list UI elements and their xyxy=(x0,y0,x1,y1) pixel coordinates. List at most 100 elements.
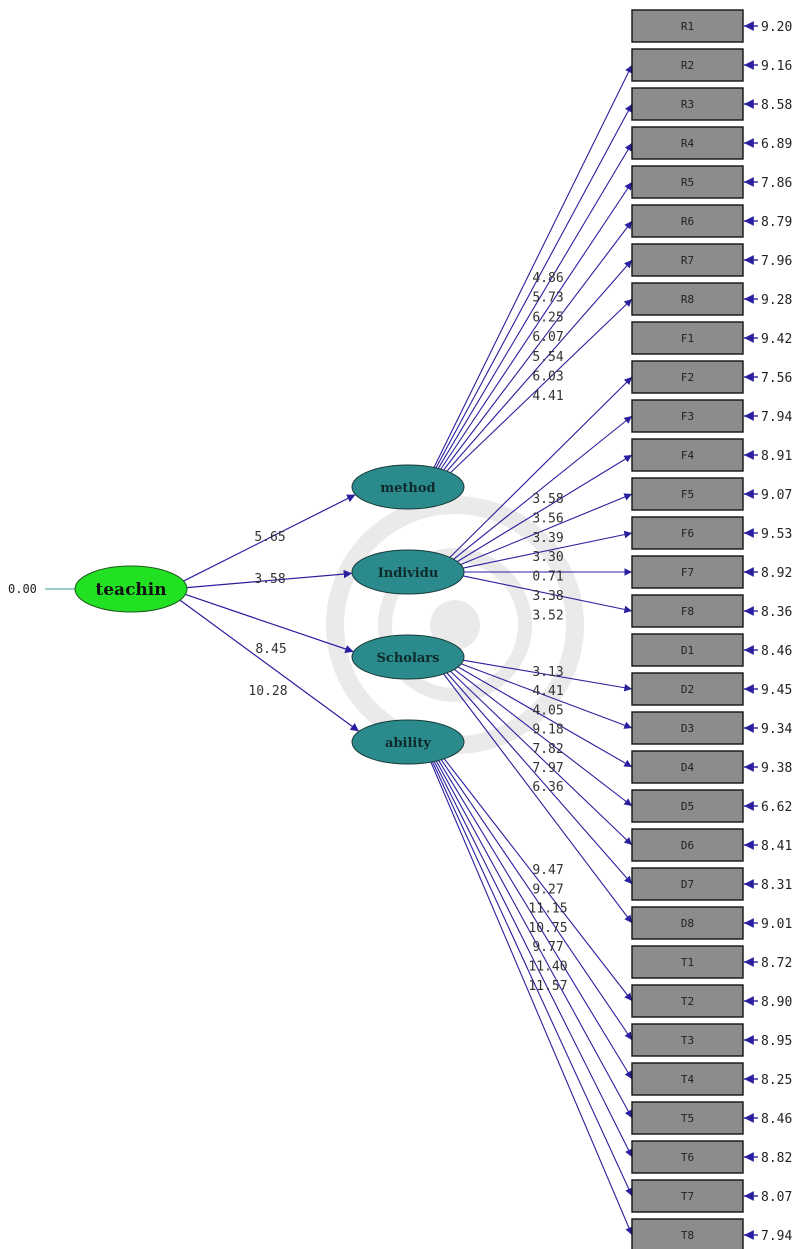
error-variance-R4: 6.89 xyxy=(761,137,792,152)
indicator-label-R1: R1 xyxy=(681,20,694,33)
indicator-box-R8 xyxy=(631,282,744,316)
loading-label-F4: 3.39 xyxy=(532,531,563,546)
loading-label-D8: 6.36 xyxy=(532,780,563,795)
loading-path-D6 xyxy=(449,670,633,846)
error-variance-D2: 9.45 xyxy=(761,683,792,698)
indicator-box-D8 xyxy=(631,906,744,940)
indicator-box-F4 xyxy=(631,438,744,472)
loading-label-F6: 0.71 xyxy=(532,570,563,585)
indicator-box-D2 xyxy=(631,672,744,706)
loading-label-T3: 9.27 xyxy=(532,882,563,897)
error-variance-T3: 8.95 xyxy=(761,1034,792,1049)
structural-path-label: 3.58 xyxy=(254,572,285,587)
loading-label-R7: 6.03 xyxy=(532,370,563,385)
indicator-box-D3 xyxy=(631,711,744,745)
indicator-label-F8: F8 xyxy=(681,605,694,618)
error-variance-R8: 9.28 xyxy=(761,293,792,308)
loading-path-D3 xyxy=(460,662,633,729)
root-label: teachin xyxy=(95,580,166,600)
error-variance-R6: 8.79 xyxy=(761,215,792,230)
loading-path-F2 xyxy=(449,376,633,559)
loading-path-R6 xyxy=(442,220,633,471)
indicator-box-T6 xyxy=(631,1140,744,1174)
error-variance-F4: 8.91 xyxy=(761,449,792,464)
loading-label-D2: 3.13 xyxy=(532,665,563,680)
loading-label-R6: 5.54 xyxy=(532,350,563,365)
indicator-label-D1: D1 xyxy=(681,644,694,657)
loading-path-R5 xyxy=(440,181,633,470)
indicator-label-D4: D4 xyxy=(681,761,695,774)
loading-path-T3 xyxy=(440,758,633,1041)
indicator-box-F3 xyxy=(631,399,744,433)
indicator-box-D6 xyxy=(631,828,744,862)
indicator-label-D2: D2 xyxy=(681,683,694,696)
error-variance-F8: 8.36 xyxy=(761,605,792,620)
loading-label-T6: 9.77 xyxy=(532,940,563,955)
indicator-box-F2 xyxy=(631,360,744,394)
error-variance-R7: 7.96 xyxy=(761,254,792,269)
latent-label-method: method xyxy=(380,481,435,496)
error-variance-D6: 8.41 xyxy=(761,839,792,854)
indicator-label-R7: R7 xyxy=(681,254,694,267)
loading-path-D4 xyxy=(456,666,633,768)
error-variance-R2: 9.16 xyxy=(761,59,792,74)
loading-path-R8 xyxy=(449,298,633,474)
indicator-label-R5: R5 xyxy=(681,176,694,189)
error-variance-T5: 8.46 xyxy=(761,1112,792,1127)
loading-label-D3: 4.41 xyxy=(532,684,563,699)
loading-label-F2: 3.58 xyxy=(532,492,563,507)
indicator-box-D7 xyxy=(631,867,744,901)
loading-path-R7 xyxy=(446,259,633,473)
indicator-label-F3: F3 xyxy=(681,410,694,423)
loading-label-D5: 9.18 xyxy=(532,723,563,738)
indicator-box-T2 xyxy=(631,984,744,1018)
indicator-label-T5: T5 xyxy=(681,1112,694,1125)
indicator-label-D7: D7 xyxy=(681,878,694,891)
loading-path-R3 xyxy=(435,103,633,469)
indicator-label-T3: T3 xyxy=(681,1034,694,1047)
error-variance-F6: 9.53 xyxy=(761,527,792,542)
loading-path-D7 xyxy=(446,671,633,885)
indicator-label-D8: D8 xyxy=(681,917,694,930)
error-variance-F1: 9.42 xyxy=(761,332,792,347)
error-variance-F5: 9.07 xyxy=(761,488,792,503)
loading-path-F3 xyxy=(452,415,633,561)
error-variance-T8: 7.94 xyxy=(761,1229,792,1244)
error-variance-T2: 8.90 xyxy=(761,995,792,1010)
loading-path-T6 xyxy=(433,760,633,1158)
structural-path-label: 10.28 xyxy=(248,684,287,699)
indicator-box-R1 xyxy=(631,9,744,43)
structural-path-label: 5.65 xyxy=(254,530,285,545)
loading-label-R4: 6.25 xyxy=(532,310,563,325)
loading-path-R2 xyxy=(433,64,633,469)
indicator-box-F7 xyxy=(631,555,744,589)
loading-path-D5 xyxy=(453,668,633,807)
indicator-box-T3 xyxy=(631,1023,744,1057)
indicator-label-D3: D3 xyxy=(681,722,694,735)
error-variance-D7: 8.31 xyxy=(761,878,792,893)
loading-path-F8 xyxy=(461,575,633,614)
indicator-box-R7 xyxy=(631,243,744,277)
error-variance-T7: 8.07 xyxy=(761,1190,792,1205)
loading-path-R4 xyxy=(437,142,633,470)
indicator-label-R3: R3 xyxy=(681,98,694,111)
error-variance-D3: 9.34 xyxy=(761,722,792,737)
indicator-box-F5 xyxy=(631,477,744,511)
error-variance-T1: 8.72 xyxy=(761,956,792,971)
indicator-box-T8 xyxy=(631,1218,744,1249)
loading-label-R8: 4.41 xyxy=(532,389,563,404)
indicator-label-R4: R4 xyxy=(681,137,695,150)
loading-label-R3: 5.73 xyxy=(532,291,563,306)
latent-Scholars xyxy=(351,634,465,680)
structural-path-label: 8.45 xyxy=(255,642,286,657)
root-variance-label: 0.00 xyxy=(8,582,37,596)
latent-Individu xyxy=(351,549,465,595)
loading-label-F7: 3.38 xyxy=(532,589,563,604)
indicator-box-T7 xyxy=(631,1179,744,1213)
indicator-label-F1: F1 xyxy=(681,332,694,345)
indicator-box-T5 xyxy=(631,1101,744,1135)
loading-label-F3: 3.56 xyxy=(532,511,563,526)
latent-label-Scholars: Scholars xyxy=(377,651,440,666)
loading-path-T2 xyxy=(443,757,633,1002)
loading-path-F6 xyxy=(461,530,633,569)
